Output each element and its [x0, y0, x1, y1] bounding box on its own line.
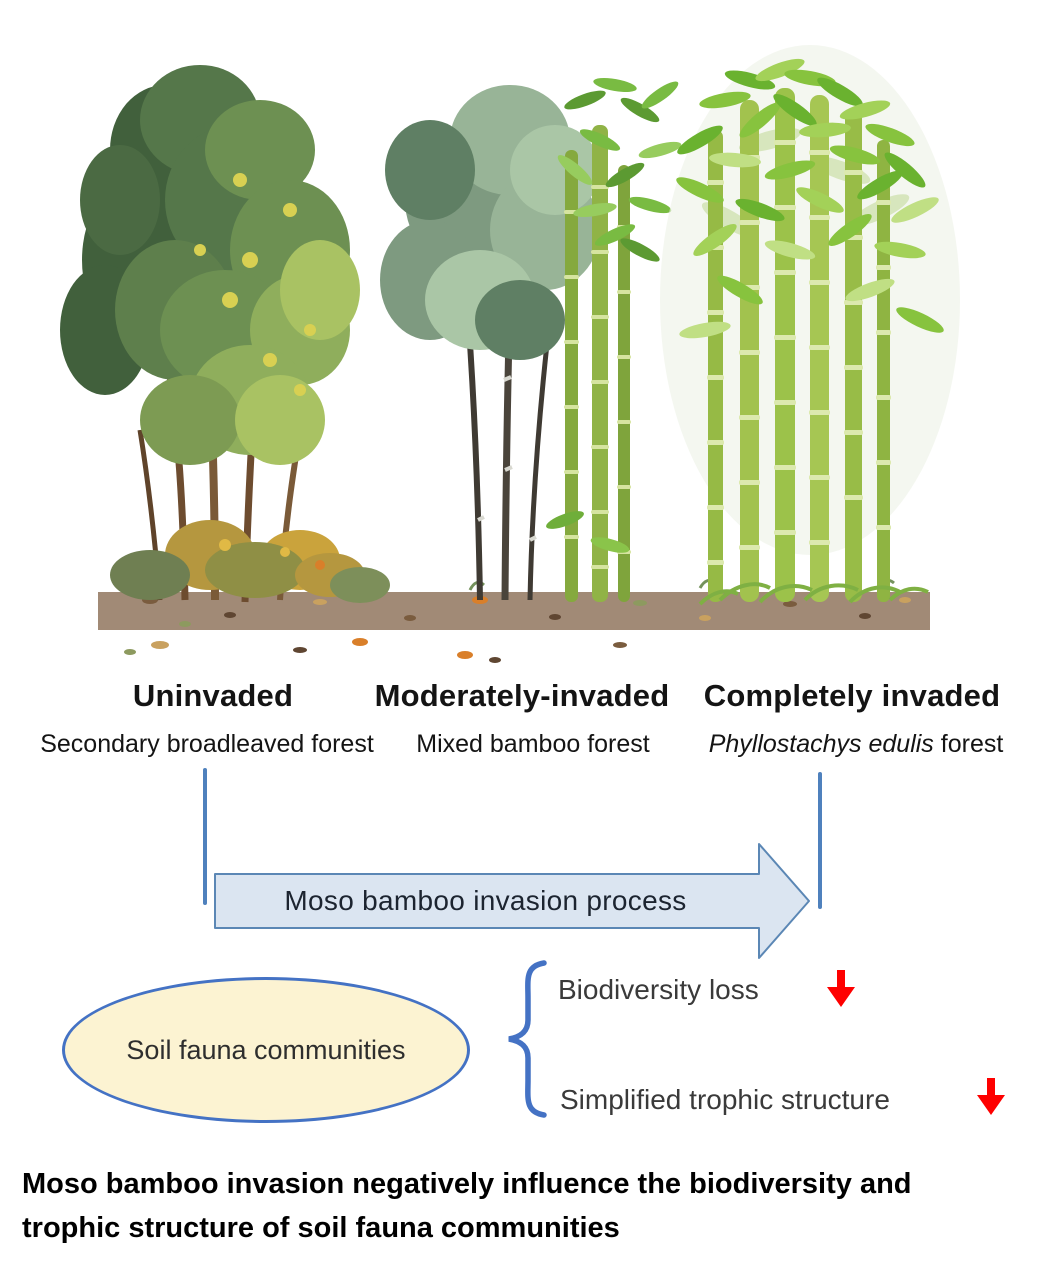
species-suffix: forest [933, 730, 1004, 758]
red-down-arrow-icon [827, 970, 855, 1007]
soil-fauna-label: Soil fauna communities [126, 1034, 406, 1065]
species-name: Phyllostachys edulis [708, 730, 934, 758]
red-down-arrow-icon [977, 1078, 1005, 1115]
conclusion-caption: Moso bamboo invasion negatively influenc… [22, 1168, 912, 1244]
soil-strip [98, 578, 930, 663]
stage-subtitle-completely-invaded: Phyllostachys edulis forest [709, 730, 1004, 759]
bamboo-leaves-complete [676, 58, 944, 339]
stage-subtitle-uninvaded: Secondary broadleaved forest [40, 730, 374, 758]
invasion-process-arrow [214, 843, 810, 959]
moderately-invaded-forest [380, 77, 682, 602]
soil-fauna-ellipse: Soil fauna communities [62, 977, 470, 1123]
completely-invaded-forest [660, 45, 960, 606]
uninvaded-forest [60, 65, 390, 603]
stage-title-moderately-invaded: Moderately-invaded [374, 678, 670, 713]
stage-subtitle-moderately-invaded: Mixed bamboo forest [416, 730, 650, 758]
right-connector-line [818, 772, 822, 909]
bamboo-base-tuft [698, 582, 929, 606]
curly-brace-icon [508, 960, 547, 1118]
forest-illustration [60, 45, 960, 663]
stage-title-uninvaded: Uninvaded [132, 678, 294, 713]
outcome-simplified-trophic-structure: Simplified trophic structure [560, 1084, 890, 1115]
invasion-process-label: Moso bamboo invasion process [284, 885, 687, 916]
stage-title-completely-invaded: Completely invaded [703, 678, 1001, 713]
left-connector-line [203, 768, 207, 905]
outcome-biodiversity-loss: Biodiversity loss [558, 974, 759, 1005]
bamboo-leaves-mixed [546, 77, 682, 553]
